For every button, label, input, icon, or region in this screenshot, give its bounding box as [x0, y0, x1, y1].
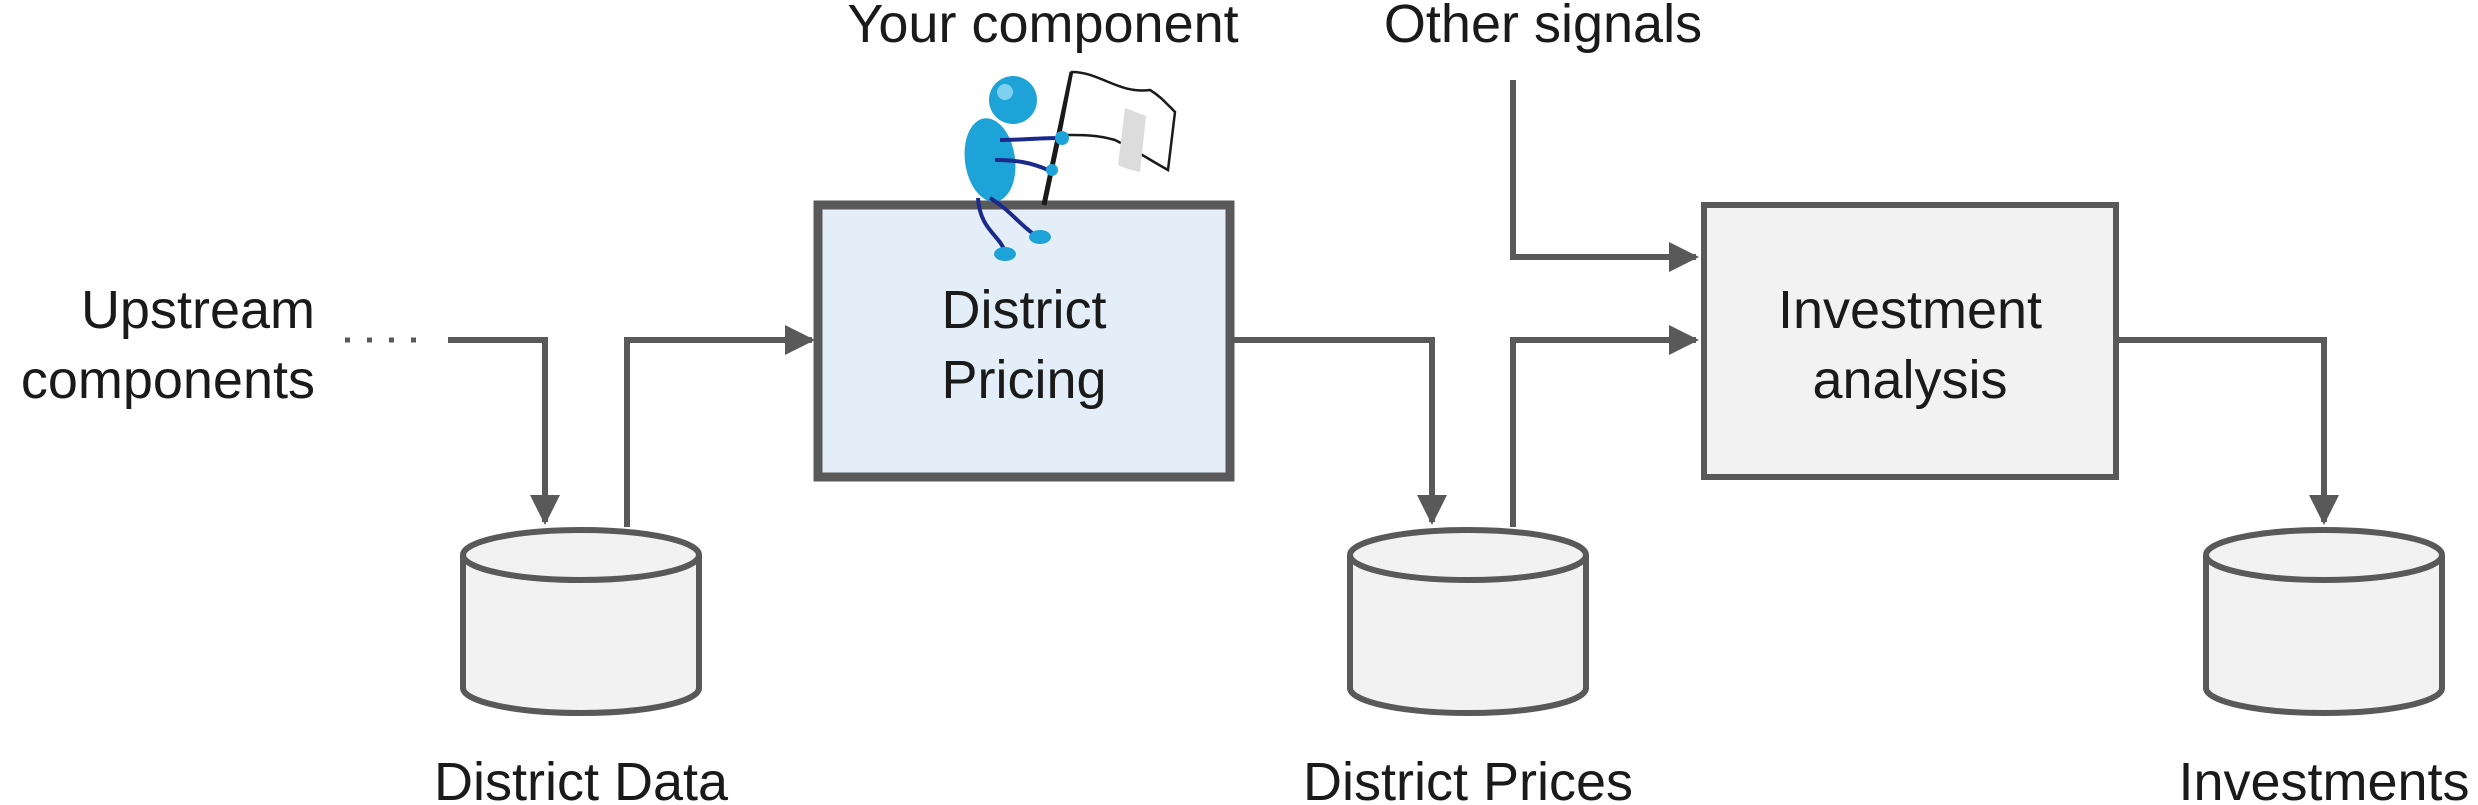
investment-analysis-label-line1: Investment — [1778, 280, 2042, 340]
upstream-label-line2: components — [21, 350, 315, 410]
arrow-pricing-to-district-prices — [1234, 337, 1447, 525]
district-prices-label: District Prices — [1303, 752, 1633, 805]
investment-analysis-box — [1701, 202, 2119, 480]
district-data-label: District Data — [434, 752, 729, 805]
investments-label: Investments — [2178, 752, 2469, 805]
arrow-district-prices-to-investment — [1510, 325, 1699, 527]
investment-analysis-label-line2: analysis — [1812, 350, 2007, 410]
your-component-label: Your component — [847, 0, 1238, 54]
person-with-flag-icon — [964, 70, 1177, 261]
district-data-store — [460, 527, 702, 716]
arrow-upstream-to-district-data — [448, 337, 560, 525]
district-pricing-label-line2: Pricing — [941, 350, 1106, 410]
district-pricing-label-line1: District — [942, 280, 1107, 340]
district-prices-store — [1347, 527, 1589, 716]
investments-store — [2203, 527, 2445, 716]
arrow-district-data-to-pricing — [624, 325, 815, 527]
district-pricing-box — [813, 200, 1235, 482]
other-signals-label: Other signals — [1384, 0, 1702, 54]
arrow-investment-to-investments — [2119, 337, 2339, 525]
arrow-other-signals-to-investment — [1510, 80, 1699, 272]
upstream-label-line1: Upstream — [81, 280, 315, 340]
